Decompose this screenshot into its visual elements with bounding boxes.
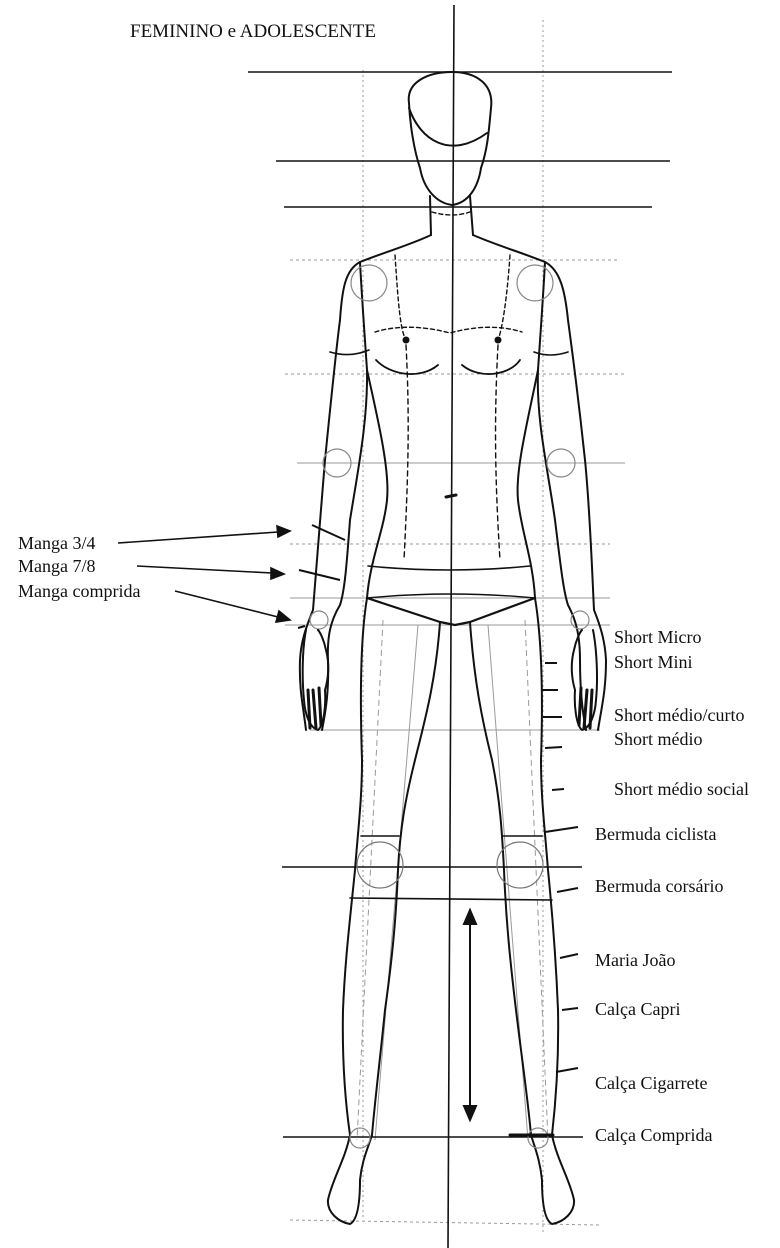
label-manga-comprida: Manga comprida [18, 581, 140, 601]
label-short-medio: Short médio [614, 729, 703, 749]
label-calca-cigarrete: Calça Cigarrete [595, 1073, 707, 1093]
torso-left [300, 235, 431, 730]
hairline [409, 108, 487, 146]
length-arrow [464, 910, 476, 1120]
sleeve-ticks [298, 525, 345, 628]
label-short-medio-social: Short médio social [614, 779, 749, 799]
sleeve-annotations: Manga 3/4 Manga 7/8 Manga comprida [18, 526, 290, 622]
label-bermuda-ciclista: Bermuda ciclista [595, 824, 716, 844]
center-line [448, 5, 454, 1248]
neck [430, 196, 473, 235]
leg-right-inner [470, 622, 531, 1135]
guide-lines [285, 20, 625, 1235]
label-short-mini: Short Mini [614, 652, 693, 672]
label-short-medio-curto: Short médio/curto [614, 705, 744, 725]
diagram-title: FEMININO e ADOLESCENTE [130, 21, 376, 42]
label-short-micro: Short Micro [614, 627, 702, 647]
label-maria-joao: Maria João [595, 950, 675, 970]
label-bermuda-corsario: Bermuda corsário [595, 876, 723, 896]
label-manga-7-8: Manga 7/8 [18, 556, 95, 576]
label-manga-3-4: Manga 3/4 [18, 533, 95, 553]
label-calca-comprida: Calça Comprida [595, 1125, 712, 1145]
torso-right [473, 235, 606, 730]
label-calca-capri: Calça Capri [595, 999, 680, 1019]
garment-length-labels: Short Micro Short Mini Short médio/curto… [595, 627, 749, 1145]
main-horizontal-lines [248, 72, 672, 1137]
